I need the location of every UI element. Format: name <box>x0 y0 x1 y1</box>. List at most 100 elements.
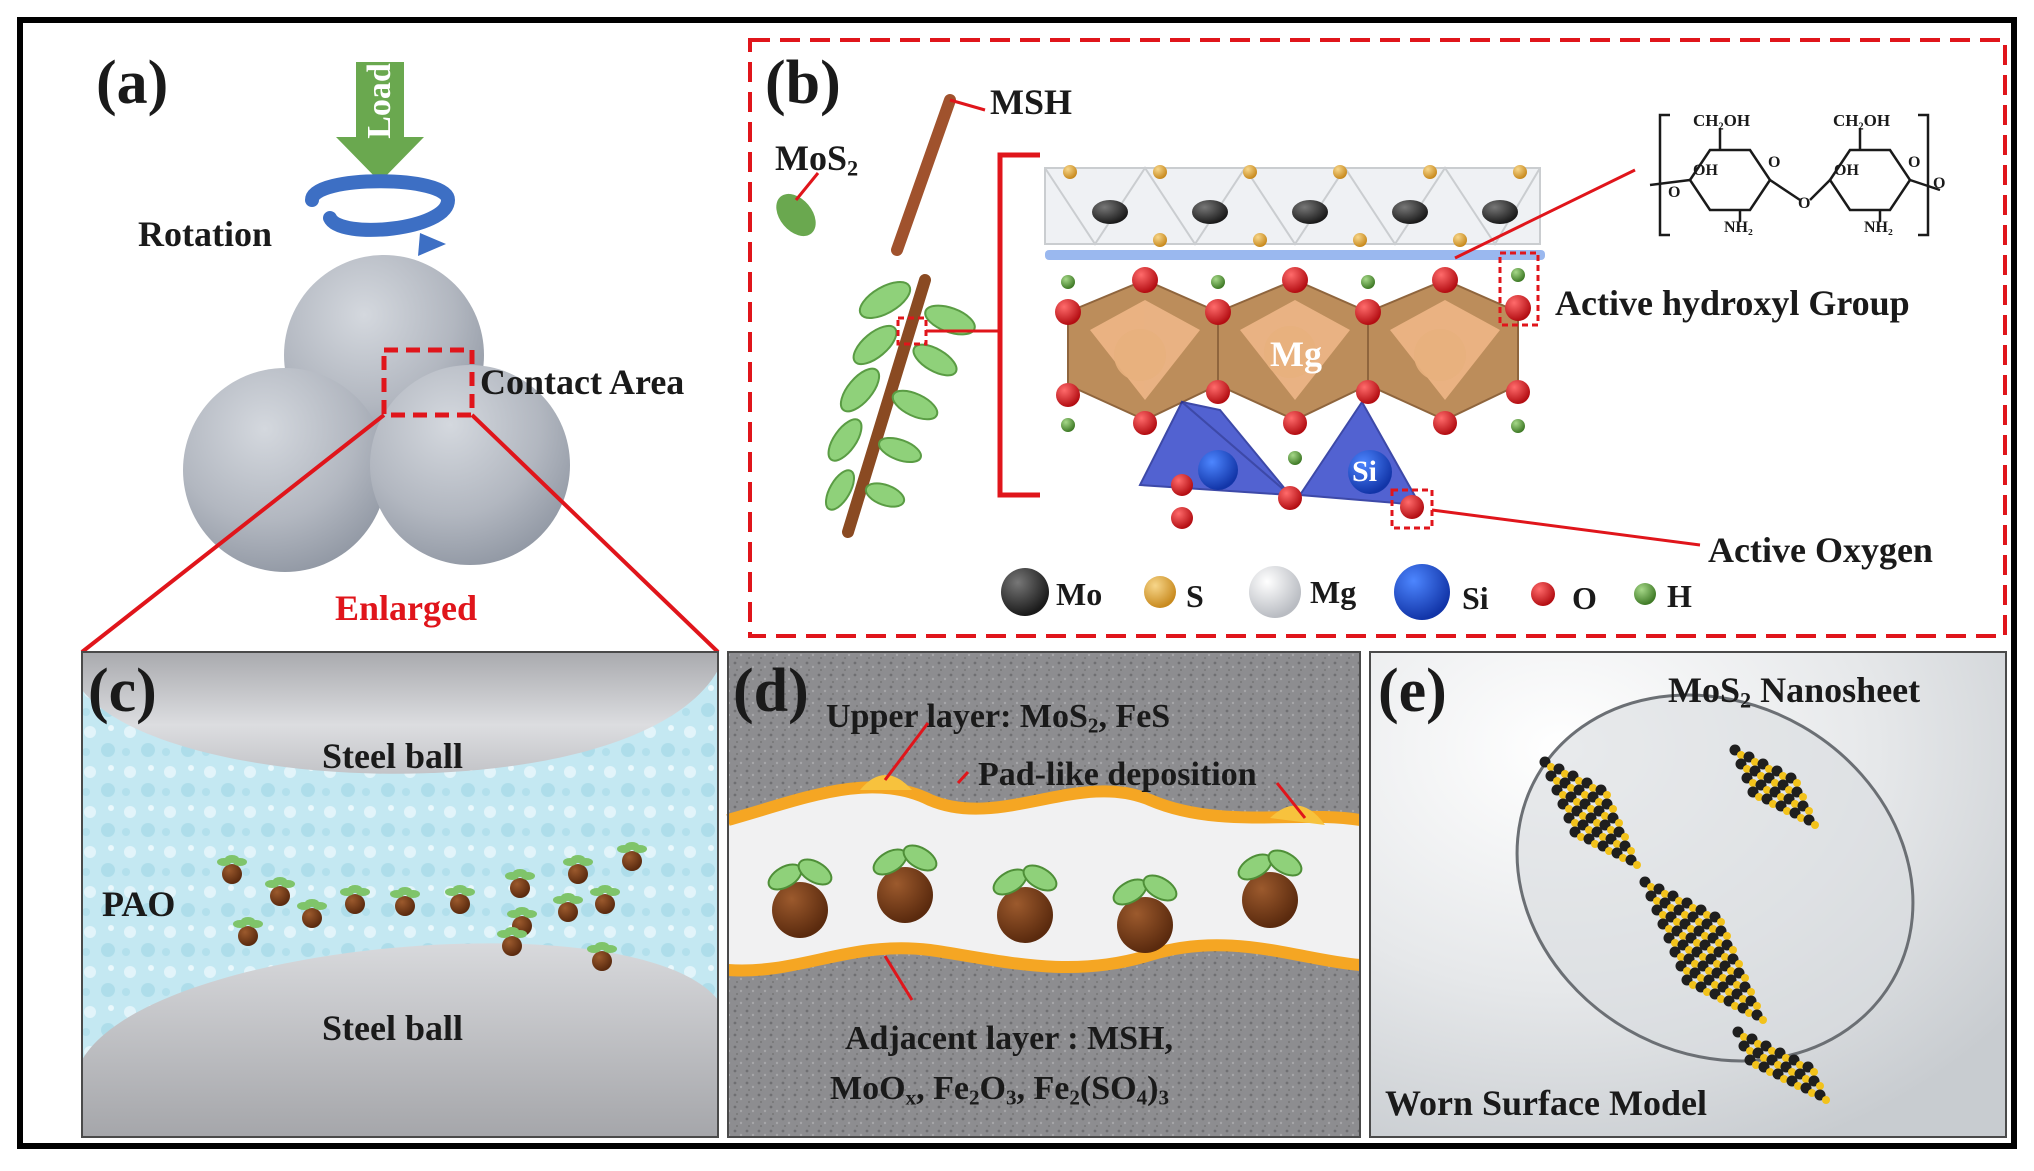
s-atom <box>1679 932 1687 940</box>
s-atom <box>1667 904 1675 912</box>
s-atom <box>1661 890 1669 898</box>
s-atom <box>1553 777 1561 785</box>
chitosan-oh-left: OH <box>1693 162 1718 179</box>
s-atom <box>1591 840 1599 848</box>
mos2-nanosheet-label: MoS2 Nanosheet <box>1668 672 1920 712</box>
s-atom <box>1647 883 1655 891</box>
chitosan-link-o-left: O <box>1668 184 1681 201</box>
adjacent-layer-line2: MoOx, Fe2O3, Fe2(SO4)3 <box>830 1072 1169 1108</box>
s-atom <box>1788 1068 1796 1076</box>
s-atom <box>1717 995 1725 1003</box>
s-atom <box>1729 946 1737 954</box>
s-atom <box>1810 1068 1818 1076</box>
s-atom <box>1585 826 1593 834</box>
active-hydroxyl-label: Active hydroxyl Group <box>1555 283 1910 323</box>
worn-surface-label: Worn Surface Model <box>1385 1083 1707 1123</box>
s-atom <box>1703 988 1711 996</box>
s-atom <box>1605 847 1613 855</box>
chitosan-ring-o-left: O <box>1768 154 1781 171</box>
s-atom <box>1741 974 1749 982</box>
s-atom <box>1737 751 1745 759</box>
s-atom <box>1779 772 1787 780</box>
legend-mg: Mg <box>1310 574 1357 610</box>
s-atom <box>1595 798 1603 806</box>
msh-label: MSH <box>990 82 1073 122</box>
s-atom <box>1703 911 1711 919</box>
s-atom <box>1799 793 1807 801</box>
s-atom <box>1613 840 1621 848</box>
msh-particle <box>622 851 642 871</box>
msh-particle <box>238 926 258 946</box>
s-atom <box>1796 1061 1804 1069</box>
s-atom <box>1754 1040 1762 1048</box>
s-atom <box>1822 1096 1830 1104</box>
legend-o: O <box>1572 580 1597 616</box>
s-atom <box>1749 779 1757 787</box>
s-atom <box>1701 932 1709 940</box>
s-atom <box>1675 897 1683 905</box>
s-atom <box>1797 814 1805 822</box>
s-atom <box>1633 861 1641 869</box>
load-label: Load <box>361 63 398 139</box>
upper-layer-sub: 2 <box>1087 713 1099 738</box>
s-atom <box>1687 925 1695 933</box>
msh-particle <box>558 902 578 922</box>
s-atom <box>1783 807 1791 815</box>
chitosan-link-o-right: O <box>1933 175 1946 192</box>
panel-d-label: (d) <box>733 657 809 725</box>
chitosan-nh2-right: NH₂ <box>1864 219 1893 236</box>
s-atom <box>1769 800 1777 808</box>
s-atom <box>1601 812 1609 820</box>
l2-b-sub: 2 <box>968 1085 980 1110</box>
s-atom <box>1774 1061 1782 1069</box>
s-atom <box>1752 1061 1760 1069</box>
s-atom <box>1733 981 1741 989</box>
panel-e-graphics <box>1369 651 2007 1138</box>
mos2-leaf <box>606 888 620 896</box>
s-atom <box>1731 1002 1739 1010</box>
msh-particle <box>592 951 612 971</box>
mos2-leaf <box>406 890 420 898</box>
si-atom-label: Si <box>1352 455 1378 488</box>
s-atom <box>1599 833 1607 841</box>
s-atom <box>1579 812 1587 820</box>
s-atom <box>1771 779 1779 787</box>
s-atom <box>1715 939 1723 947</box>
chitosan-link-o-mid: O <box>1798 195 1811 212</box>
s-atom <box>1565 805 1573 813</box>
legend-si: Si <box>1462 580 1489 616</box>
s-atom <box>1780 1075 1788 1083</box>
s-atom <box>1711 981 1719 989</box>
msh-particle <box>395 896 415 916</box>
s-atom <box>1723 932 1731 940</box>
s-atom <box>1693 939 1701 947</box>
s-atom <box>1607 826 1615 834</box>
s-atom <box>1573 798 1581 806</box>
chitosan-oh-right: OH <box>1834 162 1859 179</box>
s-atom <box>1791 800 1799 808</box>
mos2-leaf <box>603 945 617 953</box>
mos2-prefix: MoS <box>775 138 847 178</box>
s-atom <box>1739 995 1747 1003</box>
mos2-leaf <box>523 910 537 918</box>
mos2-leaf <box>513 930 527 938</box>
l2-d-sub: 2 <box>1069 1085 1080 1110</box>
s-atom <box>1719 974 1727 982</box>
s-atom <box>1671 939 1679 947</box>
msh-particle <box>510 878 530 898</box>
legend-h: H <box>1667 578 1692 614</box>
l2-f-sub: 3 <box>1158 1085 1170 1110</box>
s-atom <box>1760 1054 1768 1062</box>
mg-atom-label: Mg <box>1270 334 1322 374</box>
s-atom <box>1816 1082 1824 1090</box>
s-atom <box>1735 960 1743 968</box>
steel-ball-top-label: Steel ball <box>322 736 463 776</box>
s-atom <box>1794 1082 1802 1090</box>
upper-layer-prefix: Upper layer: MoS <box>826 698 1088 735</box>
s-atom <box>1691 960 1699 968</box>
s-atom <box>1547 763 1555 771</box>
mos2-label: MoS2 <box>775 140 858 180</box>
mos2-leaf <box>281 880 295 888</box>
